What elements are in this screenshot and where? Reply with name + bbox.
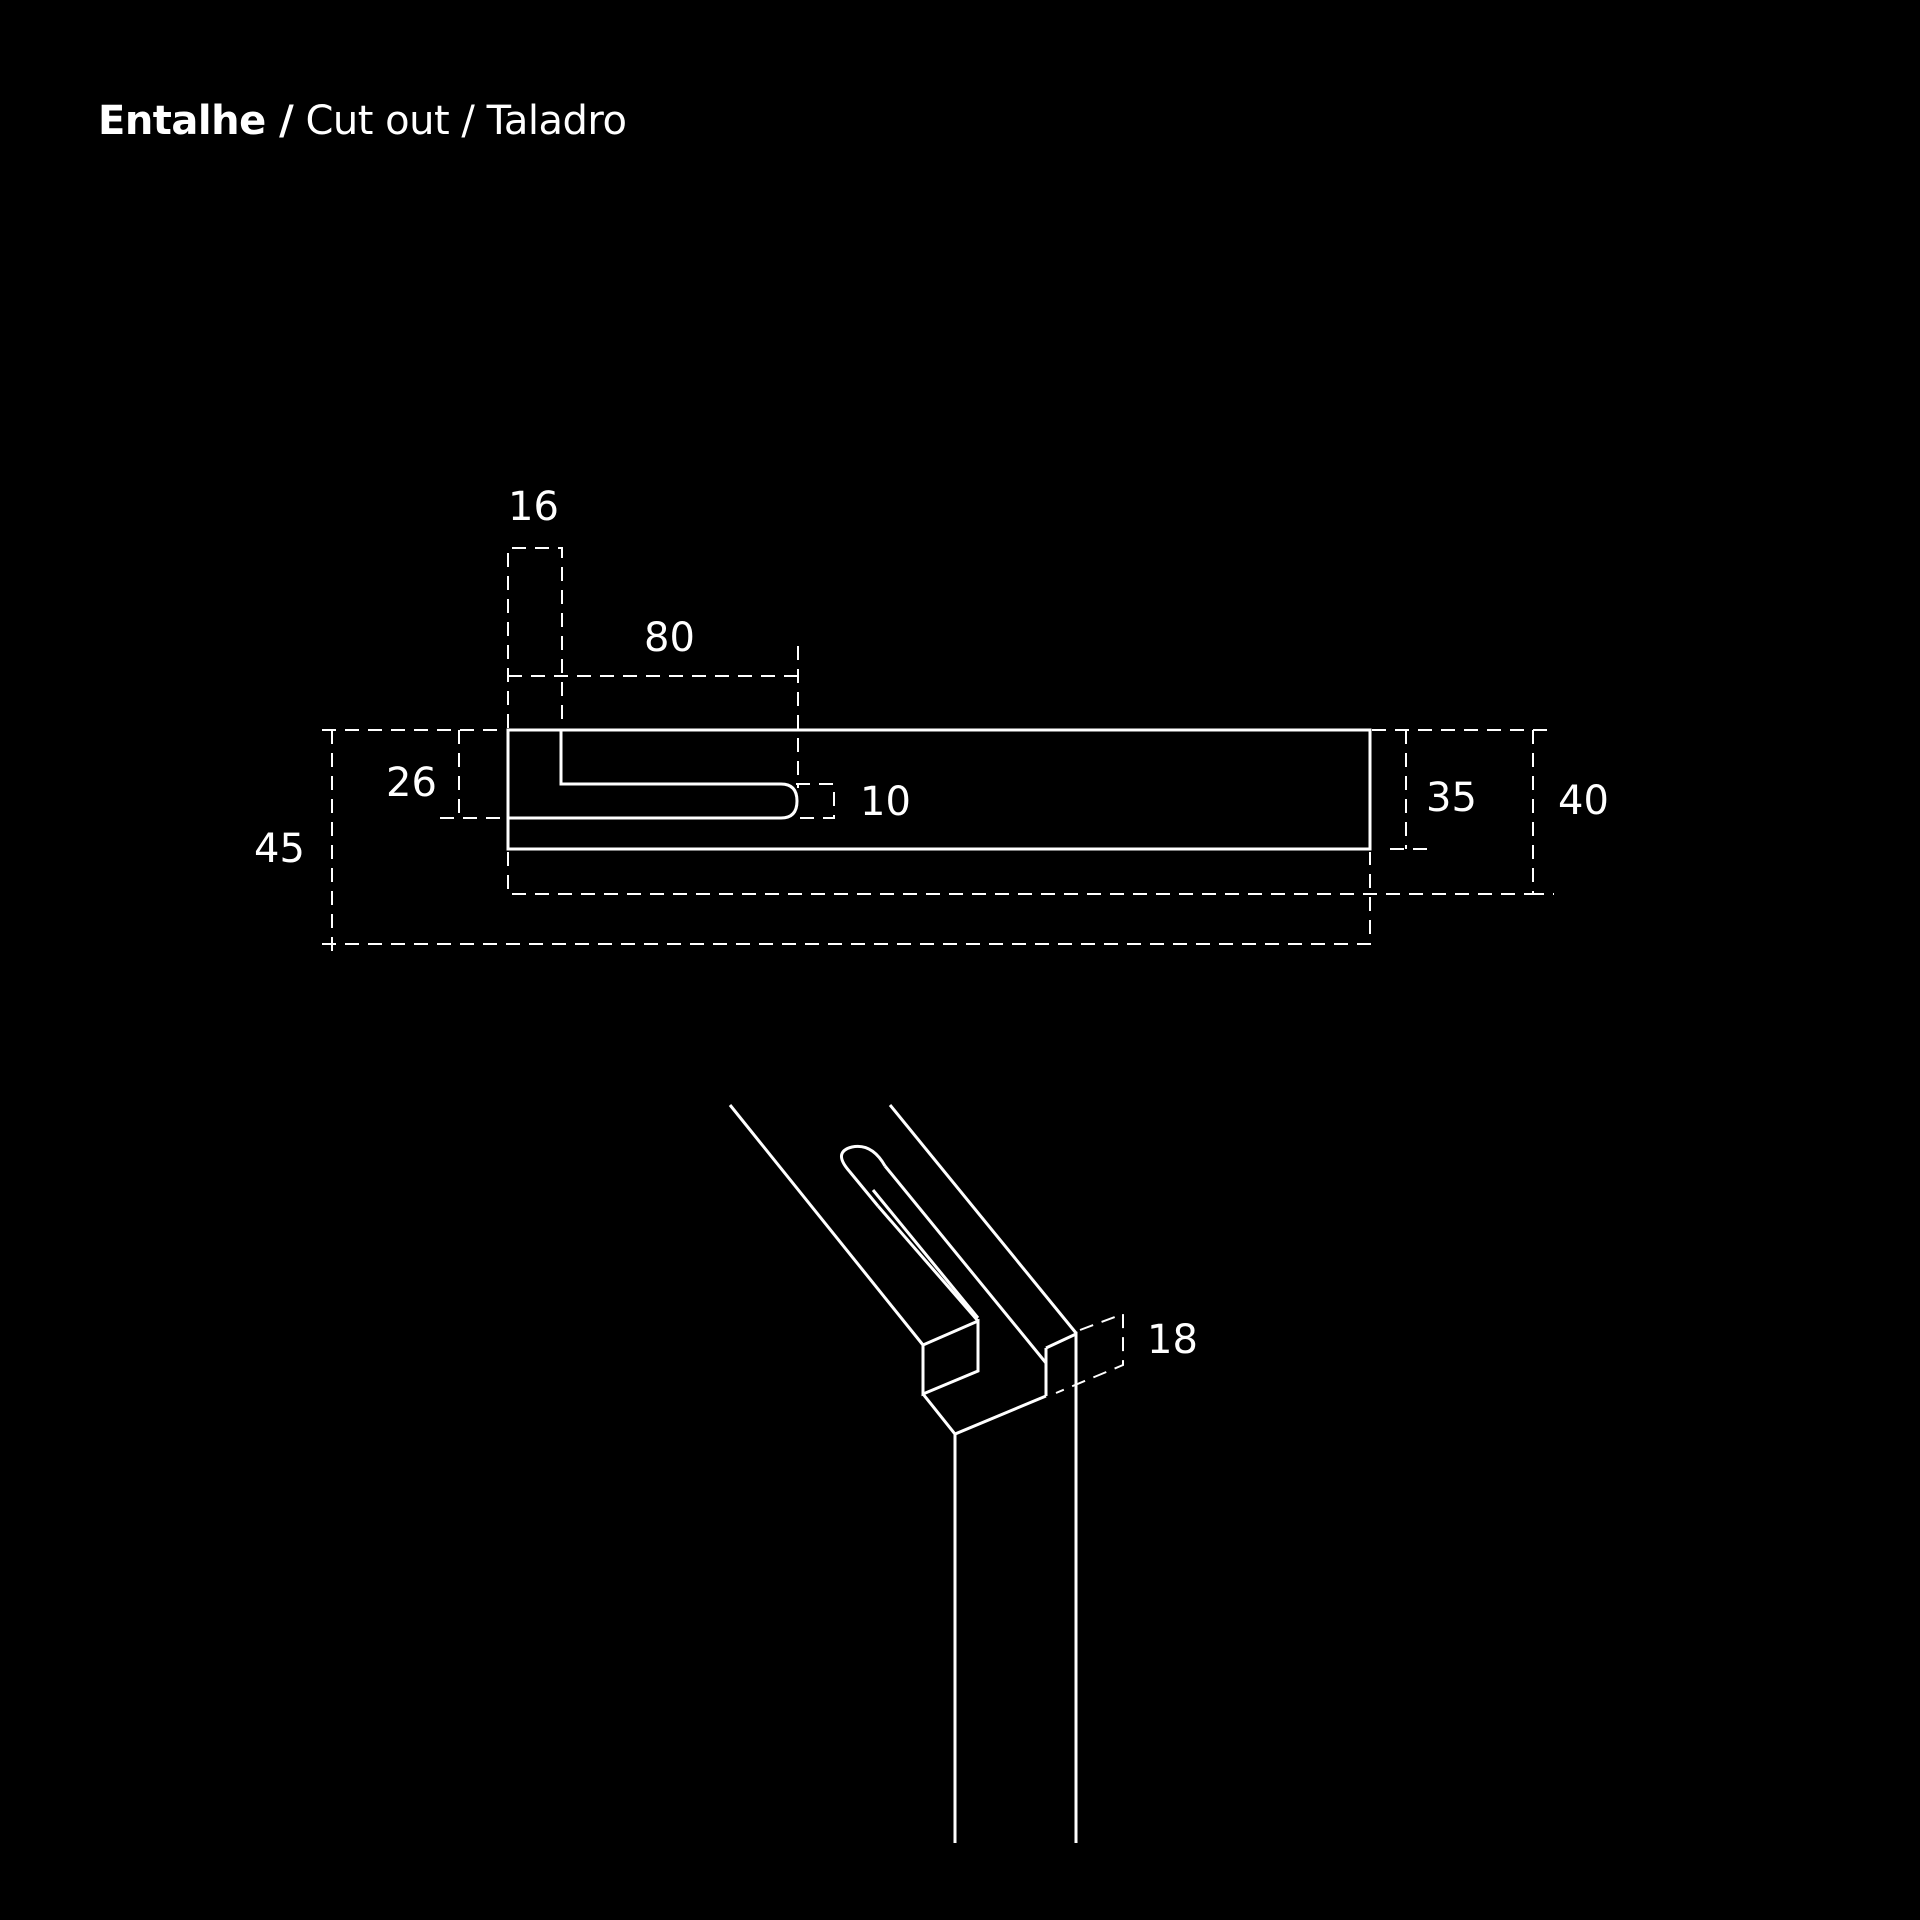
iso-slot-top [840,1144,887,1207]
dim-18-lines [1055,1312,1124,1394]
iso-edge-right [888,1104,1078,1334]
iso-edge-left [728,1104,925,1346]
iso-block-front [921,1318,980,1397]
dim-10-lines [796,783,835,819]
dim-10-label: 10 [860,779,911,825]
dim-16-lines [507,547,563,728]
slot-cut [508,730,799,820]
title-primary: Entalhe / [98,98,294,144]
iso-slot-edge-b [876,1205,980,1322]
iso-bottom-edges [921,1393,1047,1436]
isometric-view: 18 [728,1104,1198,1843]
dim-80-lines [508,646,799,788]
dim-80-label: 80 [644,615,695,661]
title-secondary: Cut out / Taladro [293,98,627,144]
dim-16-label: 16 [508,484,559,530]
iso-slot-edge-c [871,1189,980,1319]
dim-45-lines [322,730,1371,952]
top-view: 16 80 26 10 45 35 40 [254,484,1609,952]
dim-26-lines [322,729,506,819]
iso-slot-edge-a [883,1165,1048,1364]
dim-26-label: 26 [386,760,437,806]
dim-40-lines [507,730,1554,895]
dim-40-label: 40 [1558,778,1609,824]
profile-outline [506,728,1372,851]
page-title: Entalhe / Cut out / Taladro [98,98,627,144]
dim-45-label: 45 [254,826,305,872]
dim-18-label: 18 [1147,1317,1198,1363]
dim-35-label: 35 [1426,775,1477,821]
iso-right-leg [1045,1331,1078,1843]
dim-35-lines [1372,729,1554,850]
